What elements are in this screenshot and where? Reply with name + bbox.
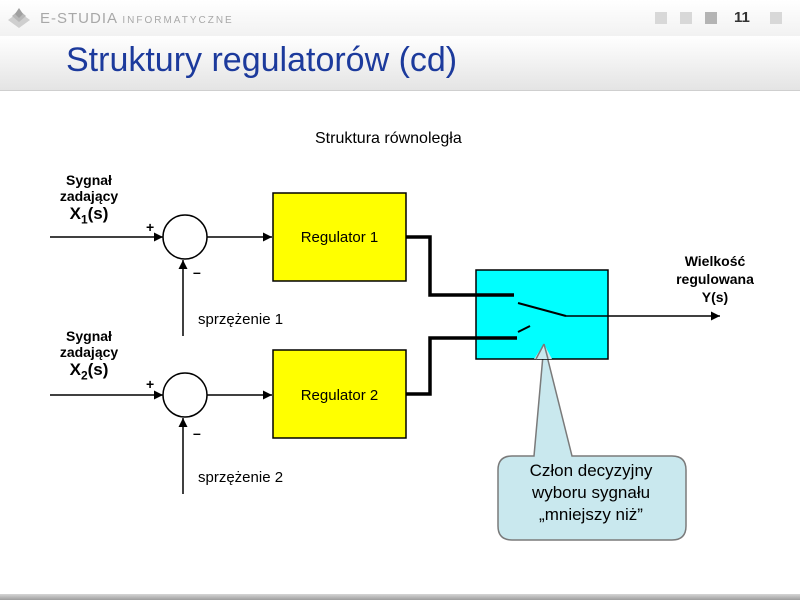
callout-line2: wyboru sygnału: [531, 483, 651, 502]
feedback2-label: sprzężenie 2: [198, 469, 284, 486]
input1-label: Sygnał zadający X1(s): [44, 172, 134, 226]
title-bar: [0, 36, 800, 91]
nav-square-icon: [770, 12, 782, 24]
diagram-title: Struktura równoległa: [315, 130, 462, 147]
input1-symbol: X1(s): [44, 204, 134, 226]
page-number: 11: [734, 9, 750, 26]
input2-label: Sygnał zadający X2(s): [44, 328, 134, 382]
footer-bar: [0, 594, 800, 600]
callout-pointer-edge: [543, 343, 549, 360]
output-label-line2: regulowana: [676, 271, 754, 287]
input2-symbol-letter: X: [69, 360, 81, 379]
logo-icon: [8, 8, 30, 28]
selector-block: [475, 269, 609, 360]
callout-bubble: [497, 343, 687, 541]
output-label-line3: Y(s): [701, 289, 729, 305]
callout-pointer-edge: [535, 343, 545, 360]
slide-header: E-STUDIA INFORMATYCZNE 11: [0, 0, 800, 36]
input1-label-line2: zadający: [59, 188, 119, 204]
input1-label-line1: Sygnał: [66, 172, 112, 188]
callout-line3: „mniejszy niż”: [539, 505, 643, 524]
switch-blade-lower: [517, 325, 531, 333]
output-label: Wielkość regulowana Y(s): [652, 252, 778, 306]
slide-title: Struktury regulatorów (cd): [66, 41, 458, 79]
input2-arg: (s): [87, 360, 109, 379]
summing-junction-2: [162, 372, 208, 418]
regulator-1-label: Regulator 1: [300, 229, 379, 246]
callout-line1: Człon decyzyjny: [529, 461, 653, 480]
summing-junction-1: [162, 214, 208, 260]
callout-text: Człon decyzyjny wyboru sygnału „mniejszy…: [500, 460, 682, 526]
switch-blade: [517, 302, 567, 317]
regulator-2-label: Regulator 2: [300, 387, 379, 404]
input1-symbol-letter: X: [69, 204, 81, 223]
input2-label-line2: zadający: [59, 344, 119, 360]
plus-sign-2: +: [146, 376, 155, 392]
nav-square-icon: [680, 12, 692, 24]
input1-subscript: 1: [80, 212, 88, 227]
regulator2-output-line: [406, 336, 517, 396]
regulator1-output-line: [406, 235, 514, 297]
feedback1-label: sprzężenie 1: [198, 311, 284, 328]
input2-symbol: X2(s): [44, 360, 134, 382]
brand-subtitle: INFORMATYCZNE: [122, 15, 234, 26]
regulator-1-block: [272, 192, 407, 282]
input2-subscript: 2: [80, 368, 88, 383]
minus-sign-1: –: [193, 264, 201, 280]
brand-name: E-STUDIA: [40, 10, 118, 27]
input1-arg: (s): [87, 204, 109, 223]
brand-logo-text: E-STUDIA INFORMATYCZNE: [40, 10, 234, 27]
minus-sign-2: –: [193, 425, 201, 441]
input2-label-line1: Sygnał: [66, 328, 112, 344]
output-label-line1: Wielkość: [684, 253, 746, 269]
plus-sign-1: +: [146, 219, 155, 235]
nav-square-icon: [705, 12, 717, 24]
nav-square-icon: [655, 12, 667, 24]
